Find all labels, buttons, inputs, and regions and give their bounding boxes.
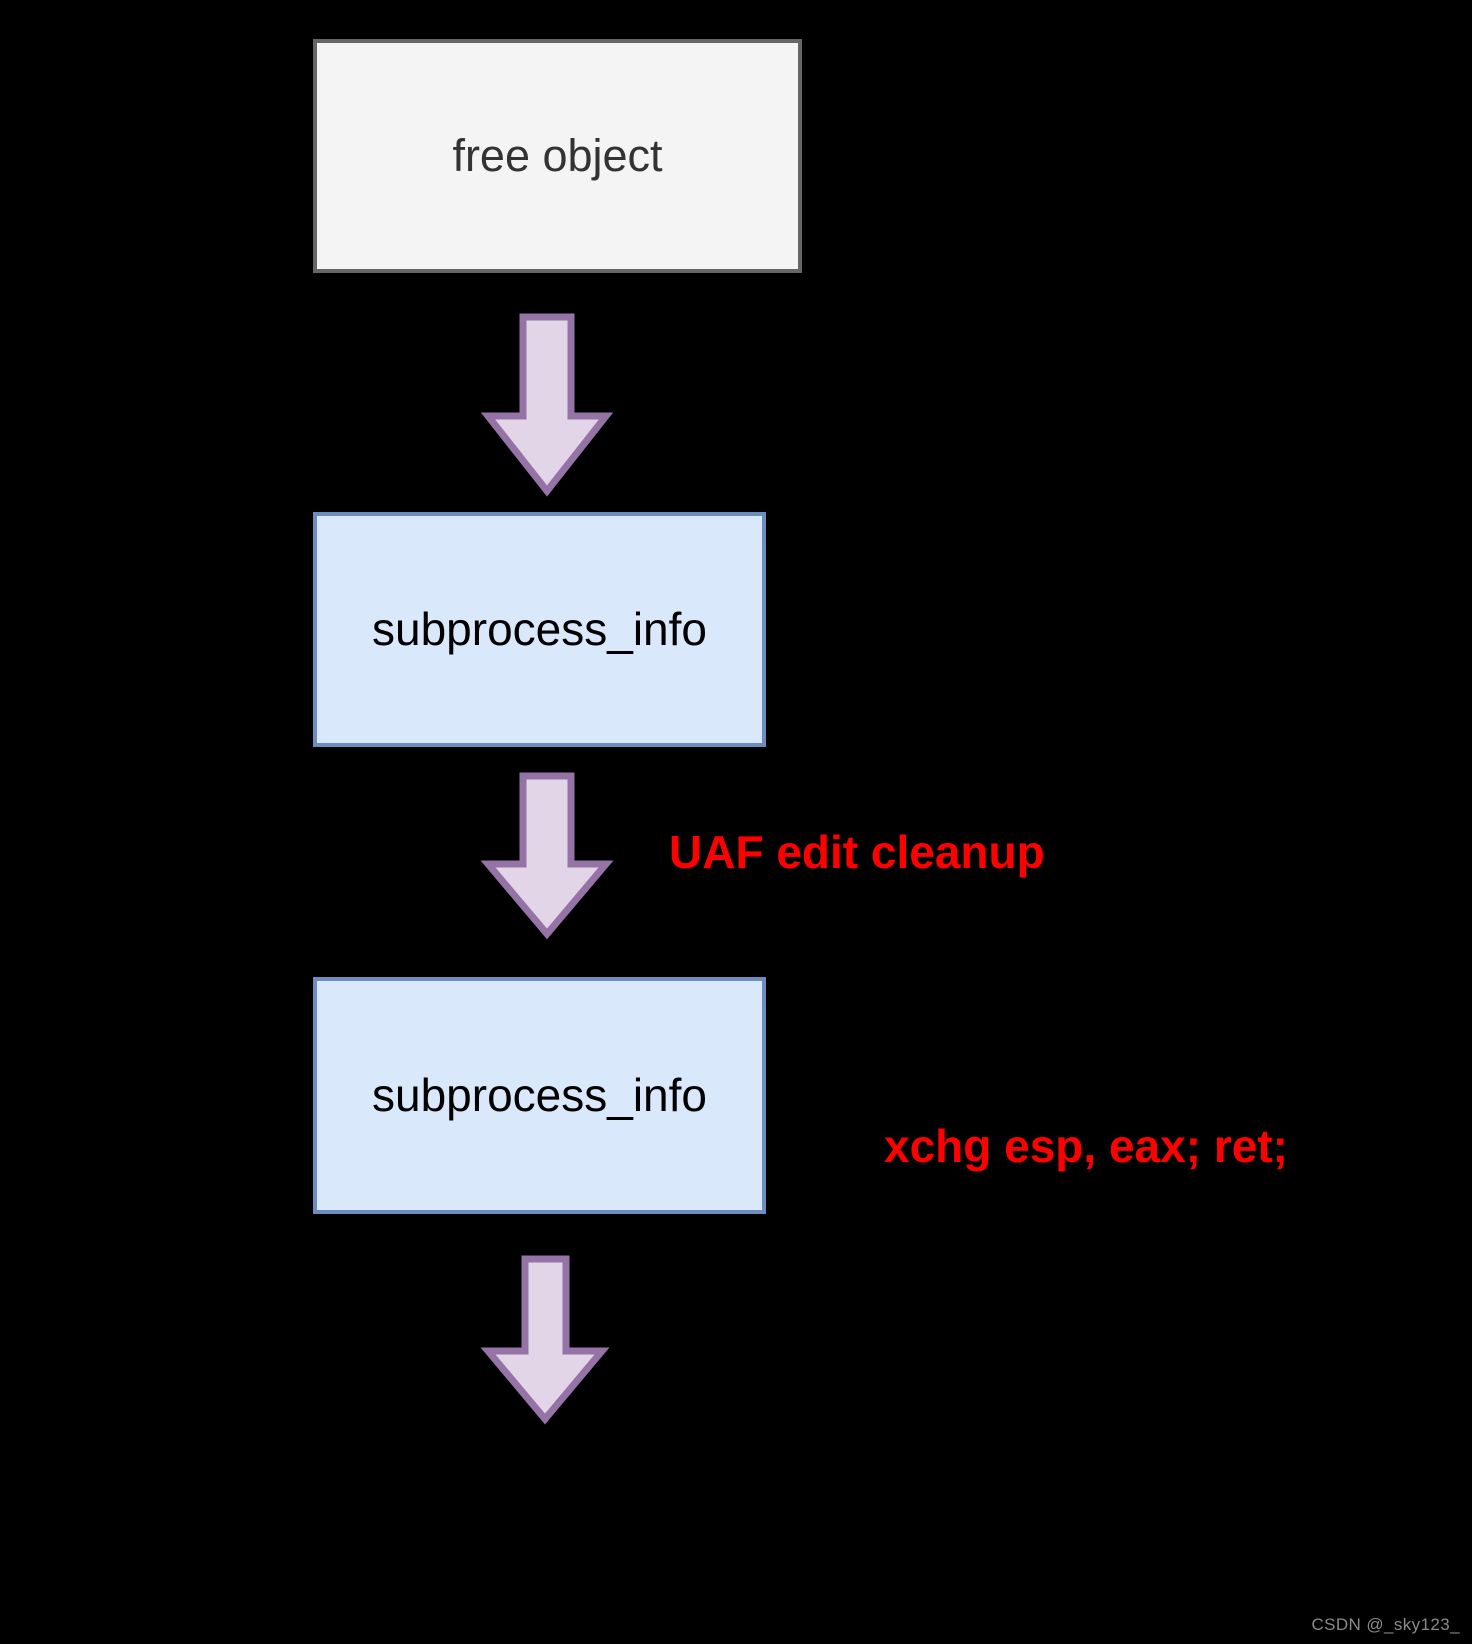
node-free-object-label: free object: [452, 130, 663, 182]
arrow-down-icon: [480, 772, 614, 940]
node-free-object[interactable]: free object: [313, 39, 802, 273]
node-subprocess-info-1-label: subprocess_info: [372, 603, 707, 656]
node-subprocess-info-1[interactable]: subprocess_info: [313, 512, 766, 747]
arrow-down-icon: [480, 313, 614, 497]
arrow-down-3[interactable]: [474, 1255, 610, 1425]
annotation-uaf-edit-cleanup: UAF edit cleanup: [669, 826, 1045, 878]
arrow-down-icon: [480, 1255, 610, 1425]
node-subprocess-info-2[interactable]: subprocess_info: [313, 977, 766, 1214]
node-subprocess-info-2-label: subprocess_info: [372, 1069, 707, 1122]
annotation-rop-gadget: xchg esp, eax; ret;: [884, 1120, 1288, 1172]
arrow-down-1[interactable]: [480, 313, 614, 497]
arrow-down-2[interactable]: [480, 772, 614, 940]
watermark: CSDN @_sky123_: [1311, 1615, 1460, 1634]
